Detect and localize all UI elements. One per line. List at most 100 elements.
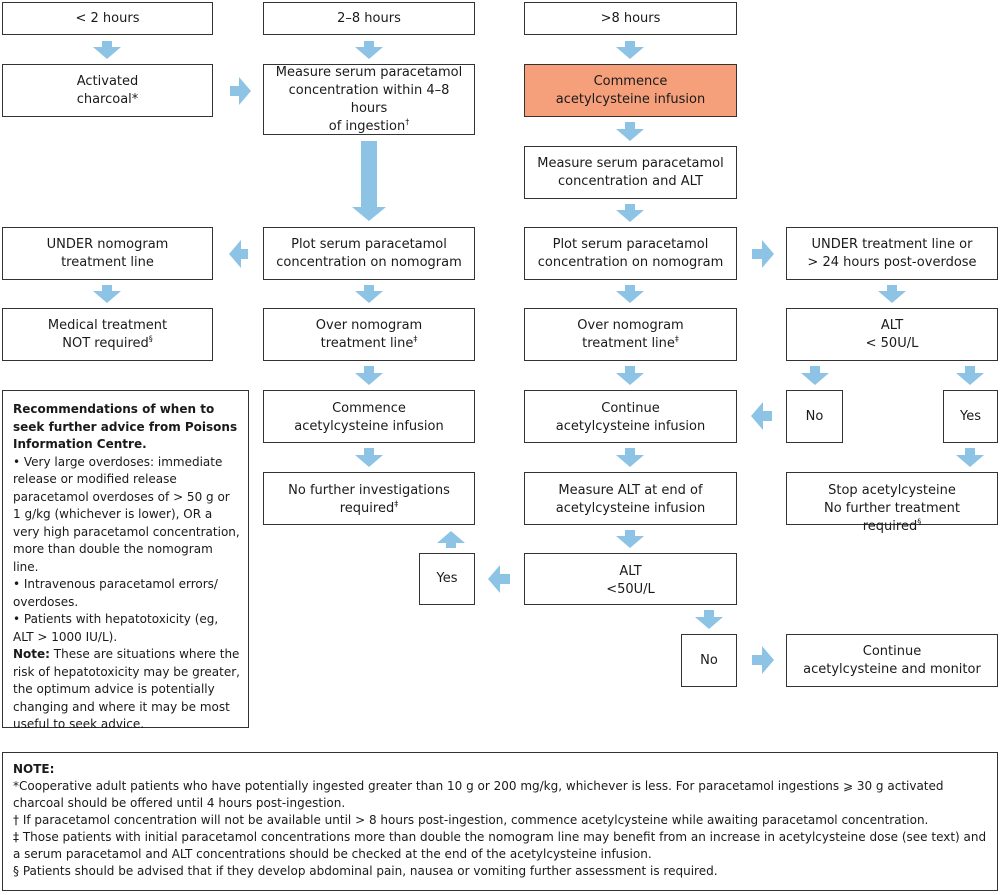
arrow-right-icon — [230, 77, 251, 105]
no-right-label: No — [805, 408, 824, 424]
commence-infusion-mid-label: Commence acetylcysteine infusion — [294, 401, 444, 434]
advice-bullet: • Very large overdoses: immediate releas… — [13, 454, 240, 574]
alt-under-50-lower-label: ALT <50U/L — [606, 564, 655, 597]
arrow-down-icon — [355, 285, 383, 303]
double-dagger-mark: ‡ — [674, 334, 679, 344]
alt-under-50-right-label: ALT < 50U/L — [865, 317, 919, 351]
measure-paracetamol-alt-label: Measure serum paracetamol concentration … — [537, 155, 724, 189]
no-lower-box: No — [681, 634, 737, 687]
continue-infusion-label: Continue acetylcysteine infusion — [555, 401, 706, 434]
commence-infusion-mid-box: Commence acetylcysteine infusion — [263, 390, 475, 443]
yes-right-label: Yes — [960, 408, 981, 424]
yes-lower-box: Yes — [419, 553, 475, 605]
arrow-left-icon — [751, 402, 772, 430]
plot-nomogram-mid-box: Plot serum paracetamol concentration on … — [263, 227, 475, 280]
arrow-down-icon — [93, 41, 121, 59]
commence-infusion-over-8-box: Commence acetylcysteine infusion — [524, 64, 737, 117]
over-nomogram-right-label: Over nomogram treatment line — [577, 317, 684, 351]
arrow-left-icon — [229, 240, 248, 268]
time-under-2-hours-label: < 2 hours — [75, 10, 140, 26]
plot-nomogram-mid-label: Plot serum paracetamol concentration on … — [276, 236, 462, 270]
advice-bullet: • Patients with hepatotoxicity (eg, ALT … — [13, 612, 219, 644]
arrow-up-icon — [437, 531, 465, 548]
alt-under-50-right-box: ALT < 50U/L — [786, 308, 998, 361]
advice-note: Note: These are situations where the ris… — [13, 646, 240, 734]
over-nomogram-mid-label: Over nomogram treatment line — [315, 317, 423, 351]
yes-lower-label: Yes — [436, 571, 458, 586]
measure-4-to-8-hours-label: Measure serum paracetamol concentration … — [275, 64, 463, 134]
under-line-or-24h-label: UNDER treatment line or > 24 hours post-… — [807, 236, 977, 270]
time-2-to-8-hours-box: 2–8 hours — [263, 2, 475, 35]
measure-alt-end-label: Measure ALT at end of acetylcysteine inf… — [555, 483, 706, 516]
footnote-star: *Cooperative adult patients who have pot… — [13, 779, 944, 810]
measure-4-to-8-hours-box: Measure serum paracetamol concentration … — [263, 64, 475, 135]
footnote-section: § Patients should be advised that if the… — [13, 864, 718, 878]
arrow-down-icon — [878, 285, 906, 303]
time-under-2-hours-box: < 2 hours — [2, 2, 213, 35]
advice-panel: Recommendations of when to seek further … — [2, 390, 249, 731]
plot-nomogram-right-box: Plot serum paracetamol concentration on … — [524, 227, 737, 280]
arrow-down-icon — [616, 366, 644, 385]
measure-paracetamol-alt-box: Measure serum paracetamol concentration … — [524, 146, 737, 199]
advice-note-text: These are situations where the risk of h… — [13, 647, 240, 731]
advice-note-label: Note: — [13, 647, 50, 661]
arrow-down-icon — [616, 530, 644, 548]
section-mark: § — [917, 517, 922, 527]
arrow-down-icon — [801, 366, 829, 385]
section-mark: § — [148, 334, 153, 344]
activated-charcoal-label: Activated charcoal* — [76, 73, 139, 107]
footnotes-heading: NOTE: — [13, 762, 55, 776]
dagger-mark: † — [405, 117, 410, 127]
alt-under-50-lower-box: ALT <50U/L — [524, 553, 737, 605]
arrow-down-icon — [956, 448, 984, 467]
no-lower-label: No — [700, 652, 718, 668]
arrow-down-icon — [355, 448, 383, 467]
stop-acetylcysteine-label: Stop acetylcysteine No further treatment… — [824, 483, 960, 534]
continue-infusion-box: Continue acetylcysteine infusion — [524, 390, 737, 443]
arrow-right-icon — [752, 646, 774, 674]
no-right-box: No — [786, 390, 843, 443]
double-dagger-mark: ‡ — [394, 499, 399, 509]
over-nomogram-mid-box: Over nomogram treatment line‡ — [263, 308, 475, 361]
arrow-right-icon — [752, 240, 774, 268]
medical-treatment-not-required-box: Medical treatment NOT required§ — [2, 308, 213, 361]
arrow-down-icon — [956, 366, 984, 385]
arrow-down-icon — [616, 122, 644, 141]
advice-bullet: • Intravenous paracetamol errors/ overdo… — [13, 577, 218, 609]
time-over-8-hours-label: >8 hours — [600, 10, 661, 26]
commence-infusion-over-8-label: Commence acetylcysteine infusion — [555, 73, 706, 107]
measure-alt-end-box: Measure ALT at end of acetylcysteine inf… — [524, 472, 737, 525]
arrow-down-icon — [616, 204, 644, 222]
footnote-dagger: † If paracetamol concentration will not … — [13, 813, 929, 827]
arrow-down-icon — [616, 448, 644, 467]
arrow-down-icon — [352, 141, 386, 221]
advice-heading: Recommendations of when to seek further … — [13, 402, 238, 451]
arrow-down-icon — [695, 610, 723, 629]
arrow-down-icon — [616, 285, 644, 303]
arrow-down-icon — [355, 366, 383, 385]
arrow-left-icon — [488, 565, 510, 593]
under-line-or-24h-box: UNDER treatment line or > 24 hours post-… — [786, 227, 998, 280]
over-nomogram-right-box: Over nomogram treatment line‡ — [524, 308, 737, 361]
under-nomogram-left-box: UNDER nomogram treatment line — [2, 227, 213, 280]
time-2-to-8-hours-label: 2–8 hours — [337, 10, 401, 26]
medical-treatment-not-required-label: Medical treatment NOT required — [47, 317, 168, 351]
arrow-down-icon — [93, 285, 121, 303]
under-nomogram-left-label: UNDER nomogram treatment line — [46, 236, 169, 270]
continue-and-monitor-label: Continue acetylcysteine and monitor — [803, 643, 981, 677]
double-dagger-mark: ‡ — [413, 334, 418, 344]
no-further-investigations-label: No further investigations required — [288, 483, 450, 516]
plot-nomogram-right-label: Plot serum paracetamol concentration on … — [537, 236, 724, 270]
time-over-8-hours-box: >8 hours — [524, 2, 737, 35]
stop-acetylcysteine-box: Stop acetylcysteine No further treatment… — [786, 472, 998, 534]
activated-charcoal-box: Activated charcoal* — [2, 64, 213, 117]
footnote-double-dagger: ‡ Those patients with initial paracetamo… — [13, 830, 987, 861]
footnotes-panel: NOTE: *Cooperative adult patients who ha… — [2, 752, 998, 891]
yes-right-box: Yes — [943, 390, 998, 443]
no-further-investigations-box: No further investigations required‡ — [263, 472, 475, 525]
arrow-down-icon — [616, 41, 644, 59]
continue-and-monitor-box: Continue acetylcysteine and monitor — [786, 634, 998, 687]
arrow-down-icon — [355, 41, 383, 59]
